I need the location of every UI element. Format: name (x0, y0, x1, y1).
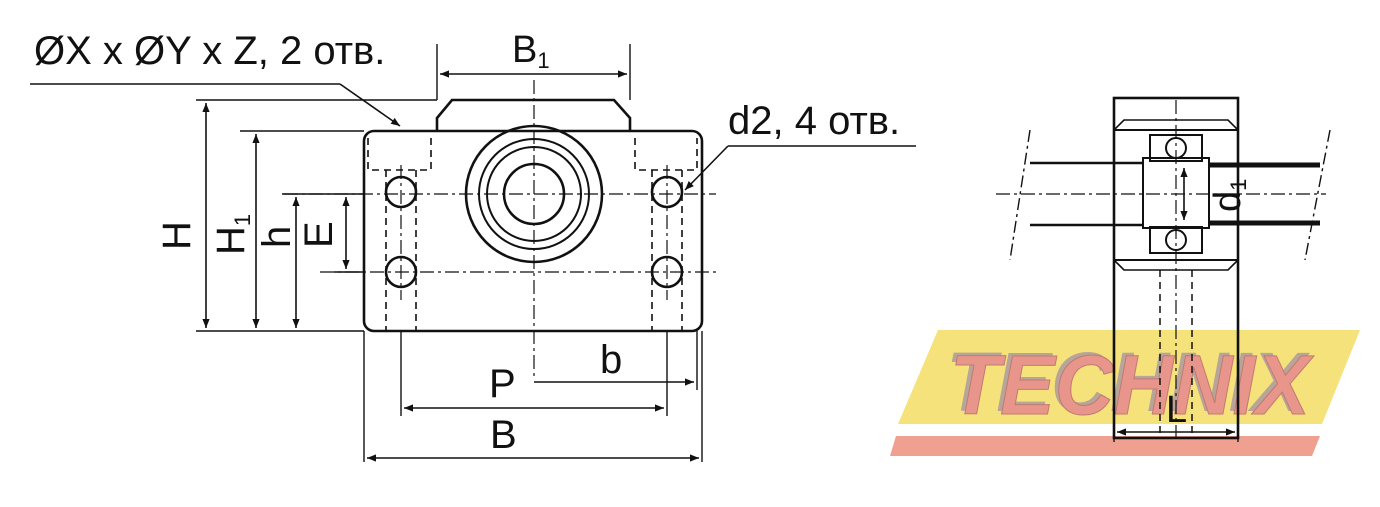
side-hidden-lines (1159, 270, 1193, 438)
side-center-lines (996, 100, 1326, 440)
dimension-lines (202, 70, 699, 462)
dim-B-label: B (490, 413, 517, 457)
dim-B1-label: B1 (512, 29, 550, 73)
housing-body (362, 129, 704, 333)
dim-H-label: H (155, 221, 199, 250)
housing-boss (435, 98, 632, 131)
d2-spec-label: d2, 4 отв. (728, 99, 900, 143)
watermark-text: TECHNIX (950, 338, 1315, 432)
holes-spec-label: ØX x ØY x Z, 2 отв. (34, 29, 385, 73)
dim-h-label: h (255, 226, 299, 248)
technix-watermark: TECHNIX TECHNIX (890, 330, 1360, 456)
dim-b-label: b (600, 338, 622, 382)
side-shaft (1009, 129, 1331, 261)
extension-lines (196, 44, 703, 462)
hidden-counterbores (367, 138, 698, 331)
dim-d1-label: d1 (1207, 179, 1251, 212)
side-view (996, 96, 1331, 442)
watermark-text-shadow: TECHNIX (946, 335, 1311, 429)
front-view (30, 44, 916, 462)
dim-P-label: P (489, 362, 516, 406)
dim-L-label: L (1166, 389, 1187, 431)
center-lines (284, 80, 716, 380)
watermark-underline (890, 436, 1320, 456)
dim-E-label: E (297, 221, 341, 248)
watermark-band (898, 330, 1360, 424)
dim-H1-label: H1 (209, 214, 255, 255)
leader-lines (30, 83, 916, 191)
